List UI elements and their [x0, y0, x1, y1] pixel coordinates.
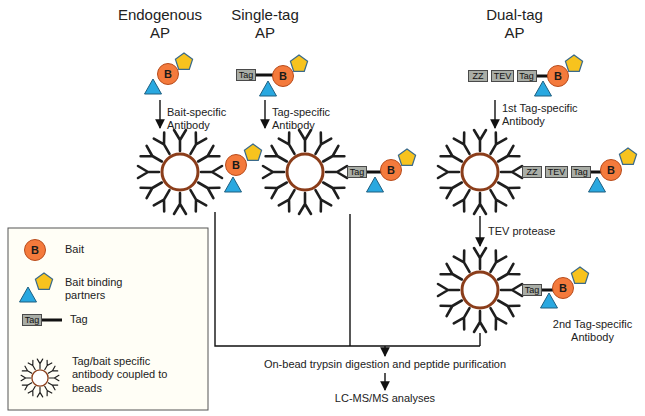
tag-box: Tag	[236, 69, 256, 81]
step-label: Bait-specific Antibody	[167, 106, 247, 133]
node-text: Tag	[519, 71, 534, 81]
step-label: On-bead trypsin digestion and peptide pu…	[235, 358, 535, 371]
linker-lines	[42, 75, 601, 320]
bait-circle: B	[24, 239, 46, 261]
tag-box: Tag	[517, 70, 537, 82]
tag-box: Tag	[522, 284, 542, 296]
step-label: TEV protease	[488, 225, 588, 238]
tag-box: Tag	[347, 166, 367, 178]
legend-text: Bait	[65, 243, 195, 256]
node-text: B	[279, 70, 287, 82]
column-heading: Endogenous AP	[115, 6, 205, 43]
bait-circle: B	[547, 65, 569, 87]
tag-box: ZZ	[522, 166, 542, 178]
bait-circle: B	[225, 154, 247, 176]
tag-box: TEV	[545, 166, 568, 178]
bait-circle: B	[157, 63, 179, 85]
node-text: ZZ	[527, 167, 538, 177]
node-text: B	[164, 68, 172, 80]
bait-circle: B	[272, 65, 294, 87]
step-label: 2nd Tag-specific Antibody	[545, 318, 640, 345]
step-label: Tag-specific Antibody	[272, 106, 352, 133]
tag-box: Tag	[22, 314, 42, 326]
flow-arrows	[160, 100, 495, 390]
antibody-beads	[21, 130, 522, 397]
node-text: TEV	[548, 167, 566, 177]
bait-circle: B	[380, 159, 402, 181]
bait-circle: B	[552, 277, 574, 299]
node-text: Tag	[525, 285, 540, 295]
tag-box: TEV	[491, 70, 514, 82]
binding-partners	[20, 53, 637, 308]
node-text: B	[31, 244, 39, 256]
legend-text: Tag/bait specific antibody coupled to be…	[72, 355, 172, 395]
node-text: B	[232, 159, 240, 171]
node-text: Tag	[573, 167, 588, 177]
step-label: 1st Tag-specific Antibody	[502, 102, 592, 129]
legend-frame	[8, 228, 208, 410]
column-heading: Single-tag AP	[220, 6, 310, 43]
node-text: B	[387, 164, 395, 176]
node-text: Tag	[25, 315, 40, 325]
node-text: TEV	[494, 71, 512, 81]
node-text: B	[554, 70, 562, 82]
node-text: B	[607, 164, 615, 176]
legend-text: Bait binding partners	[65, 276, 140, 303]
step-label: LC-MS/MS analyses	[305, 392, 465, 405]
node-text: Tag	[239, 70, 254, 80]
legend-text: Tag	[70, 313, 130, 326]
column-heading: Dual-tag AP	[477, 6, 552, 43]
node-text: Tag	[350, 167, 365, 177]
node-text: B	[559, 282, 567, 294]
node-text: ZZ	[473, 71, 484, 81]
tag-box: ZZ	[468, 70, 488, 82]
tag-box: Tag	[571, 166, 591, 178]
bait-circle: B	[600, 159, 622, 181]
